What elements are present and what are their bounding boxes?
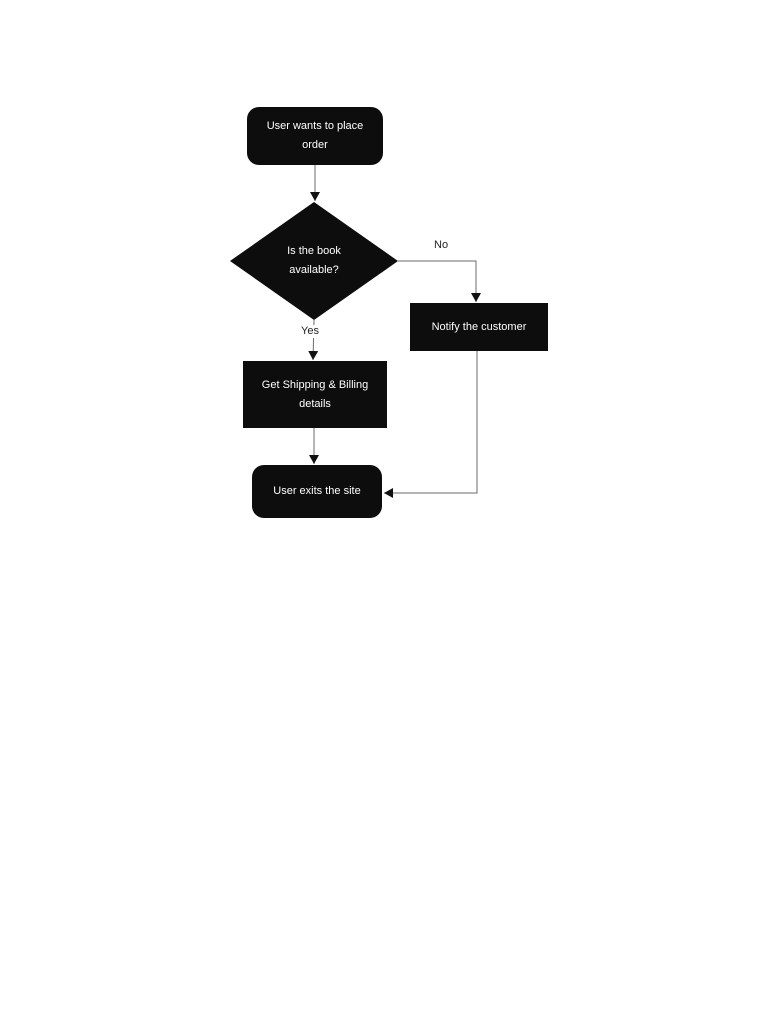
edge-label-no: No [431,239,452,252]
edge-label-yes: Yes [298,325,322,338]
node-start-label: User wants to place order [266,120,364,151]
node-decision-label: Is the book available? [287,245,341,276]
node-exit-label: User exits the site [273,485,361,497]
flowchart-node-notify: Notify the customer [410,303,548,351]
edge-notify-to-exit [384,351,478,498]
flowchart-node-shipping: Get Shipping & Billing details [243,361,387,428]
flowchart-node-exit: User exits the site [252,465,382,518]
flowchart-node-start: User wants to place order [247,107,383,165]
node-notify-label: Notify the customer [431,320,527,333]
edge-decision-to-notify [398,260,481,302]
node-shipping-label: Get Shipping & Billing details [261,378,369,410]
